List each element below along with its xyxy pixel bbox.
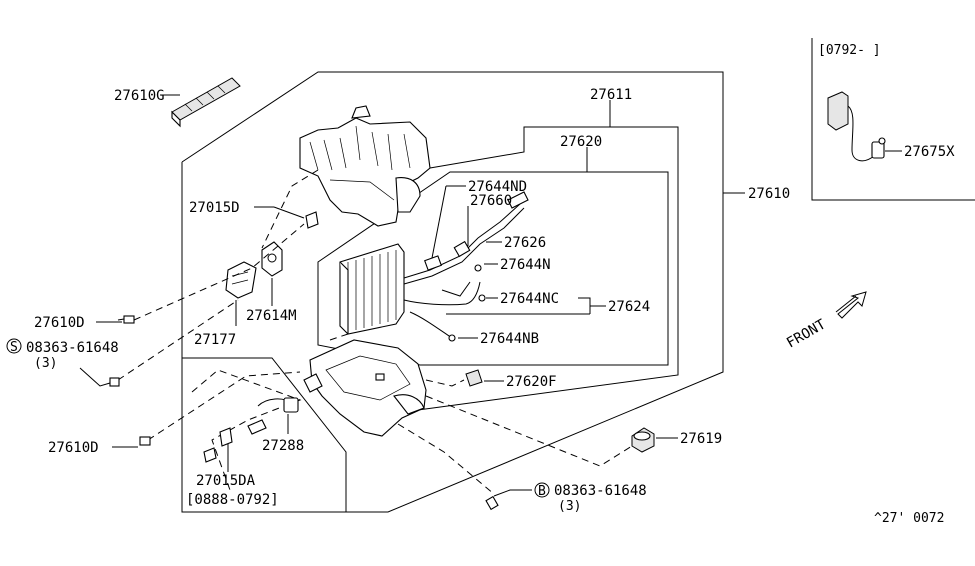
- grommet-27619: [631, 427, 655, 453]
- harness-27288: [247, 397, 299, 435]
- screw-08363-mid: [109, 377, 120, 387]
- label-27620: 27620: [560, 134, 602, 150]
- evaporator-core: [339, 243, 405, 335]
- gasket-27614M: [261, 241, 283, 277]
- upper-case: [299, 105, 431, 227]
- seal-27610G: [171, 77, 241, 128]
- label-27288: 27288: [262, 438, 304, 454]
- refrigerant-pipes: [403, 191, 529, 342]
- front-arrow-icon: [835, 291, 867, 319]
- screw-27610D-upper: [117, 315, 135, 324]
- lower-variant-outline: [182, 357, 347, 512]
- label-27626: 27626: [504, 235, 546, 251]
- dash-case-lower: [261, 169, 319, 249]
- dash-27620F: [425, 379, 465, 387]
- label-27610G: 27610G: [114, 88, 165, 104]
- label-screw-s: 08363-61648: [26, 340, 119, 356]
- s-symbol-icon: [6, 338, 22, 354]
- label-27177: 27177: [194, 332, 236, 348]
- clip-27015DA: [203, 427, 233, 463]
- inset-date-range: [0792- ]: [818, 43, 881, 58]
- label-27660: 27660: [470, 193, 512, 209]
- leader-27015D-b: [273, 206, 305, 219]
- leader-screw-s: [79, 367, 111, 387]
- assembly-outline-27610: [181, 71, 724, 513]
- outline-27611: [417, 126, 679, 411]
- label-27015D: 27015D: [189, 200, 240, 216]
- label-diagram-code: ^27' 0072: [874, 511, 944, 526]
- dash-screw-mid: [117, 299, 239, 381]
- dash-screw-lower: [147, 371, 301, 441]
- dash-screw-upper: [133, 223, 305, 321]
- leader-27644ND-b: [431, 185, 447, 259]
- s-symbol-text: S: [10, 340, 18, 355]
- dash-bolt-b: [397, 423, 495, 495]
- inset-frame: [811, 38, 975, 201]
- label-27620F: 27620F: [506, 374, 557, 390]
- bolt-08363-lower: [485, 495, 499, 511]
- leader-bolt-b: [493, 489, 532, 497]
- screw-27610D-lower: [139, 436, 151, 446]
- actuator-27177: [225, 261, 257, 299]
- label-27015DA: 27015DA: [196, 473, 256, 489]
- label-bolt-b: 08363-61648: [554, 483, 647, 499]
- label-27624: 27624: [608, 299, 650, 315]
- pad-27620F: [465, 369, 483, 387]
- outline-27620: [317, 171, 669, 366]
- label-screw-s-qty: (3): [34, 356, 57, 371]
- label-27644ND: 27644ND: [468, 179, 527, 195]
- label-27644N: 27644N: [500, 257, 551, 273]
- label-27611: 27611: [590, 87, 632, 103]
- label-27610D-lower: 27610D: [48, 440, 99, 456]
- dash-lower-variant: [191, 369, 302, 491]
- label-27644NC: 27644NC: [500, 291, 559, 307]
- label-27644NB: 27644NB: [480, 331, 539, 347]
- clip-27015D: [305, 211, 319, 229]
- label-front: FRONT: [784, 316, 829, 351]
- label-27610: 27610: [748, 186, 790, 202]
- b-symbol-icon: [534, 482, 550, 498]
- label-27619: 27619: [680, 431, 722, 447]
- thermo-sensor-27675X: [827, 91, 886, 162]
- label-27610D-upper: 27610D: [34, 315, 85, 331]
- dash-27619: [425, 395, 633, 467]
- label-lower-date-range: [0888-0792]: [186, 492, 279, 508]
- label-27675X: 27675X: [904, 144, 955, 160]
- lower-case: [303, 339, 427, 437]
- label-27614M: 27614M: [246, 308, 297, 324]
- leader-27624-a: [578, 297, 606, 307]
- label-bolt-b-qty: (3): [558, 499, 581, 514]
- b-symbol-text: B: [538, 484, 546, 499]
